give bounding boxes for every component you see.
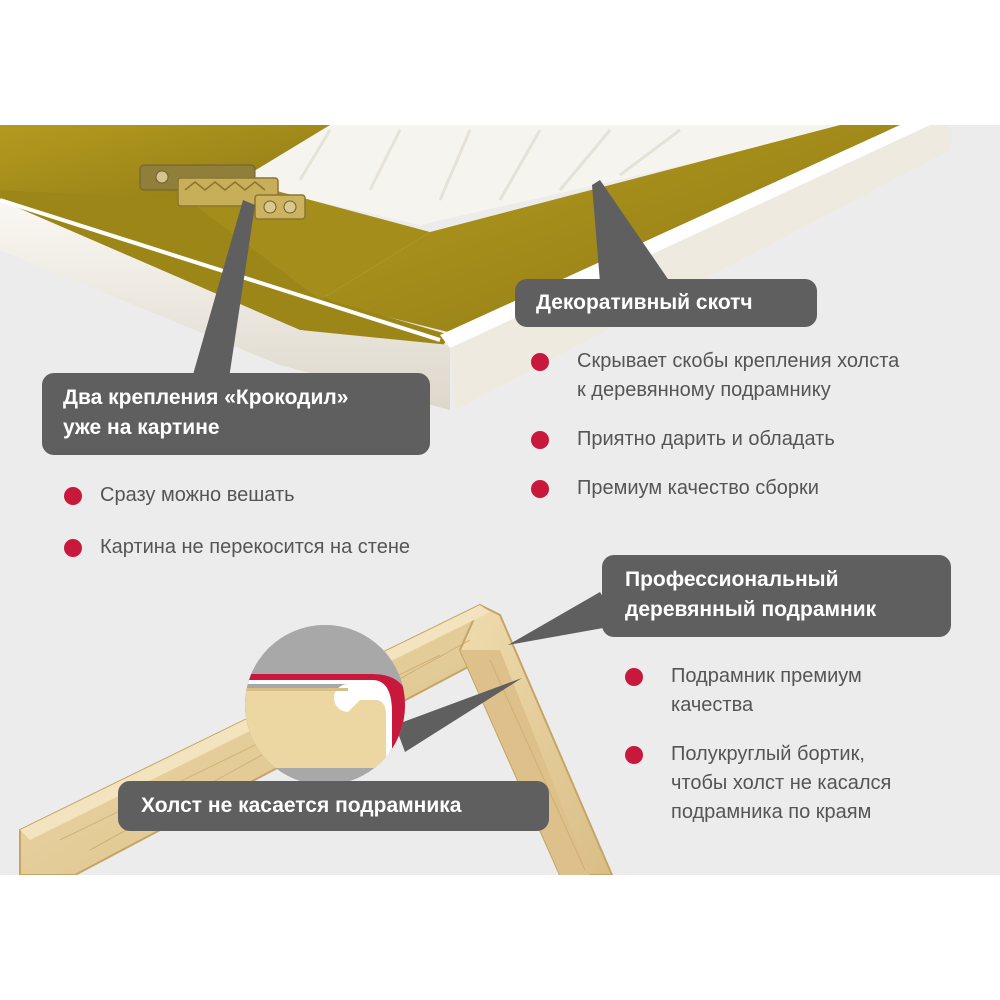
list-item: Картина не перекосится на стене	[64, 533, 410, 562]
list-item-text: Премиум качество сборки	[577, 477, 819, 499]
frame-pointer	[508, 592, 620, 645]
crocodile-hook-icon	[139, 164, 306, 220]
frame-profile-icon	[245, 625, 405, 785]
bullet-dot-icon	[531, 480, 549, 498]
canvas-callout: Холст не касается подрамника	[118, 781, 549, 831]
bullet-dot-icon	[64, 539, 82, 557]
frame-callout: Профессиональный деревянный подрамник	[602, 555, 951, 637]
hooks-callout-line-1: Два крепления «Крокодил»	[63, 386, 349, 409]
list-item: Приятно дарить и обладать	[531, 425, 899, 454]
frame-bullet-list: Подрамник премиум качества Полукруглый б…	[625, 662, 891, 827]
list-item-text: Сразу можно вешать	[100, 484, 295, 506]
frame-callout-line-2: деревянный подрамник	[625, 598, 877, 621]
list-item-text: чтобы холст не касался	[671, 772, 892, 794]
list-item: Полукруглый бортик, чтобы холст не касал…	[625, 740, 891, 827]
tape-bullet-list: Скрывает скобы крепления холста к деревя…	[531, 347, 899, 503]
profile-pointer	[395, 678, 522, 752]
hooks-callout: Два крепления «Крокодил» уже на картине	[42, 373, 430, 455]
list-item-text: Картина не перекосится на стене	[100, 536, 410, 558]
list-item-text: Подрамник премиум	[671, 665, 862, 687]
list-item: Премиум качество сборки	[531, 474, 899, 503]
list-item-text: Приятно дарить и обладать	[577, 428, 835, 450]
list-item-text: подрамника по краям	[671, 801, 872, 823]
hooks-pointer	[190, 200, 255, 385]
list-item-text: Полукруглый бортик,	[671, 743, 865, 765]
bullet-dot-icon	[531, 431, 549, 449]
bullet-dot-icon	[625, 746, 643, 764]
list-item: Скрывает скобы крепления холста к деревя…	[531, 347, 899, 405]
list-item-text: Скрывает скобы крепления холста	[577, 350, 900, 372]
bullet-dot-icon	[625, 668, 643, 686]
list-item-text: качества	[671, 694, 754, 716]
list-item: Подрамник премиум качества	[625, 662, 891, 720]
canvas-callout-line-1: Холст не касается подрамника	[141, 794, 462, 817]
bullet-dot-icon	[531, 353, 549, 371]
frame-callout-line-1: Профессиональный	[625, 568, 839, 591]
tape-pointer	[592, 180, 670, 282]
hooks-bullet-list: Сразу можно вешать Картина не перекоситс…	[64, 481, 410, 562]
list-item: Сразу можно вешать	[64, 481, 410, 510]
bullet-dot-icon	[64, 487, 82, 505]
hooks-callout-line-2: уже на картине	[63, 416, 220, 439]
list-item-text: к деревянному подрамнику	[577, 379, 831, 401]
tape-callout: Декоративный скотч	[515, 279, 817, 327]
tape-callout-line-1: Декоративный скотч	[536, 291, 753, 314]
